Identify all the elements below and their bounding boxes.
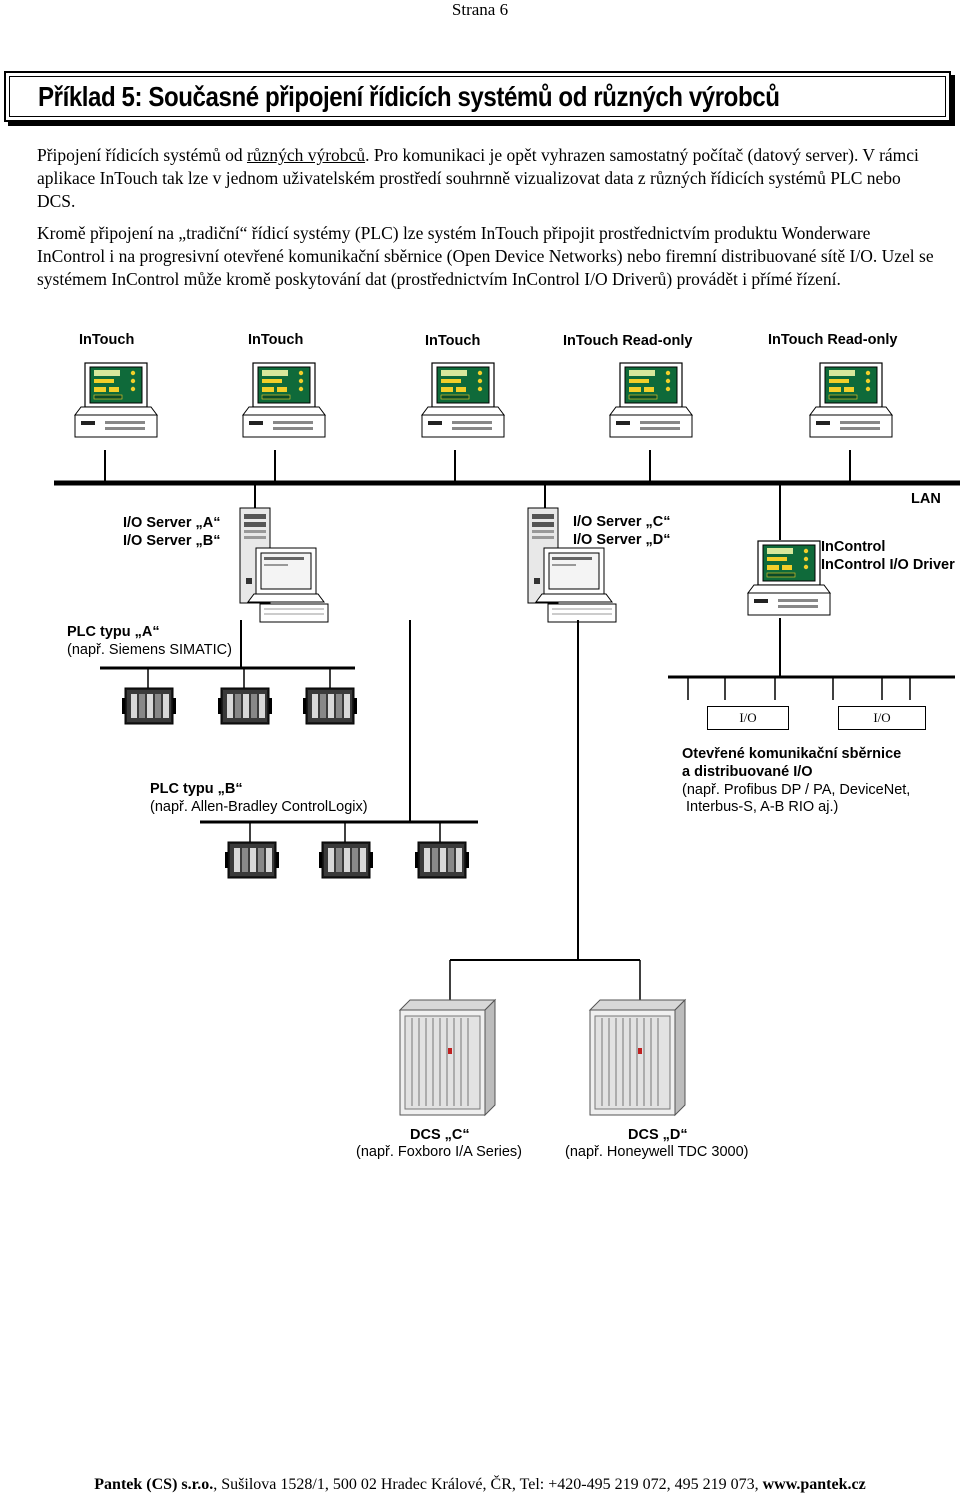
io-server-d-label: I/O Server „D“ xyxy=(573,532,671,548)
incontrol-workstation-icon xyxy=(747,540,831,616)
io-server-c-label: I/O Server „C“ xyxy=(573,514,671,530)
intro-text-2: . Pro komunikaci je opět vyhrazen samost… xyxy=(37,145,919,211)
workstation-icon xyxy=(74,362,158,438)
workstation-label: InTouch xyxy=(425,333,481,349)
intro-underlined: různých výrobců xyxy=(246,145,366,165)
io-box: I/O xyxy=(707,706,789,730)
footer-website-link[interactable]: www.pantek.cz xyxy=(762,1476,866,1493)
workstation-label: InTouch Read-only xyxy=(563,333,693,349)
plc-a-unit-icon xyxy=(121,687,177,725)
footer: Pantek (CS) s.r.o., Sušilova 1528/1, 500… xyxy=(0,1476,960,1494)
fieldbus-title-2: a distribuované I/O xyxy=(682,764,813,780)
workstation-icon xyxy=(421,362,505,438)
io-server-b-label: I/O Server „B“ xyxy=(123,533,221,549)
workstation-label: InTouch xyxy=(79,332,135,348)
plc-b-unit-icon xyxy=(318,841,374,879)
io-server-icon xyxy=(239,507,329,623)
plc-a-label: PLC typu „A“ xyxy=(67,624,160,640)
io-server-a-label: I/O Server „A“ xyxy=(123,515,221,531)
plc-b-label: PLC typu „B“ xyxy=(150,781,243,797)
intro-paragraph: Připojení řídicích systémů od různých vý… xyxy=(37,144,937,213)
fieldbus-title-1: Otevřené komunikační sběrnice xyxy=(682,746,902,762)
dcs-d-example: (např. Honeywell TDC 3000) xyxy=(565,1144,749,1160)
footer-company: Pantek (CS) s.r.o. xyxy=(94,1476,214,1493)
plc-a-example: (např. Siemens SIMATIC) xyxy=(67,642,232,658)
detail-paragraph: Kromě připojení na „tradiční“ řídicí sys… xyxy=(37,222,937,291)
fieldbus-examples-1: (např. Profibus DP / PA, DeviceNet, xyxy=(682,782,911,798)
incontrol-label: InControl xyxy=(821,539,886,555)
fieldbus-examples-2: Interbus-S, A-B RIO aj.) xyxy=(682,799,839,815)
dcs-d-label: DCS „D“ xyxy=(628,1127,688,1143)
incontrol-driver-label: InControl I/O Driver xyxy=(821,557,955,573)
workstation-label: InTouch xyxy=(248,332,304,348)
io-box: I/O xyxy=(838,706,926,730)
detail-text: Kromě připojení na „tradiční“ řídicí sys… xyxy=(37,223,934,289)
workstation-label: InTouch Read-only xyxy=(768,332,898,348)
workstation-icon xyxy=(242,362,326,438)
plc-b-unit-icon xyxy=(224,841,280,879)
lan-label: LAN xyxy=(911,491,941,507)
title-box: Příklad 5: Současné připojení řídicích s… xyxy=(4,71,951,122)
footer-address: , Sušilova 1528/1, 500 02 Hradec Králové… xyxy=(213,1476,763,1493)
workstation-icon xyxy=(609,362,693,438)
dcs-c-label: DCS „C“ xyxy=(410,1127,470,1143)
dcs-c-example: (např. Foxboro I/A Series) xyxy=(356,1144,523,1160)
plc-b-unit-icon xyxy=(414,841,470,879)
plc-a-unit-icon xyxy=(217,687,273,725)
page-number: Strana 6 xyxy=(451,0,509,19)
dcs-c-cabinet-icon xyxy=(399,999,496,1116)
plc-b-example: (např. Allen-Bradley ControlLogix) xyxy=(150,799,368,815)
page-title: Příklad 5: Současné připojení řídicích s… xyxy=(38,81,780,112)
intro-text-1: Připojení řídicích systémů od xyxy=(37,145,247,165)
dcs-d-cabinet-icon xyxy=(589,999,686,1116)
workstation-icon xyxy=(809,362,893,438)
plc-a-unit-icon xyxy=(302,687,358,725)
